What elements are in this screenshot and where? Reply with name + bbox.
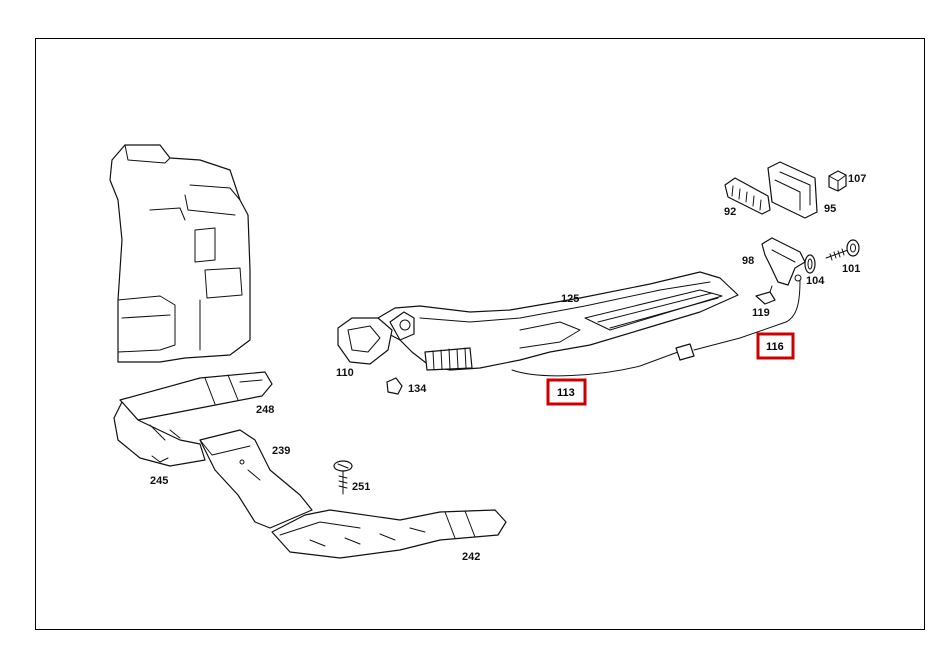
label-245: 245 — [150, 475, 168, 487]
part-248-duct — [119, 371, 273, 421]
label-98: 98 — [742, 255, 754, 267]
heater-housing — [109, 144, 251, 363]
highlight-box-113 — [546, 378, 587, 406]
part-95-outlet-housing — [767, 161, 818, 219]
label-113: 113 — [557, 387, 575, 399]
highlight-box-116 — [756, 332, 795, 360]
label-92: 92 — [724, 206, 736, 218]
highlight-116: 116 — [756, 332, 795, 360]
control-cables — [511, 274, 802, 377]
label-101: 101 — [842, 263, 860, 275]
part-239-elbow-duct — [199, 429, 313, 529]
label-134: 134 — [408, 383, 427, 395]
label-95: 95 — [824, 203, 836, 215]
part-98-lever-bracket — [761, 237, 806, 286]
label-116: 116 — [766, 341, 784, 353]
part-242-rear-duct — [271, 509, 507, 559]
part-134-clip — [386, 377, 403, 395]
part-125-air-duct — [377, 271, 739, 371]
part-107-knob — [828, 170, 847, 192]
label-104: 104 — [806, 275, 825, 287]
part-110-connector — [337, 311, 415, 365]
part-251-screw — [333, 460, 353, 495]
part-104-clip — [804, 254, 816, 274]
label-125: 125 — [561, 293, 579, 305]
part-245-floor-duct — [113, 401, 206, 467]
part-101-screw — [825, 239, 860, 261]
part-92-vent-grille — [724, 177, 771, 215]
label-110: 110 — [336, 367, 354, 379]
highlight-113: 113 — [546, 378, 587, 406]
corrugated-hose — [424, 347, 473, 371]
label-107: 107 — [848, 173, 866, 185]
label-239: 239 — [272, 445, 290, 457]
label-248: 248 — [256, 404, 274, 416]
label-242: 242 — [462, 551, 480, 563]
part-119-clip — [755, 285, 776, 305]
label-251: 251 — [352, 481, 370, 493]
label-119: 119 — [752, 307, 770, 319]
